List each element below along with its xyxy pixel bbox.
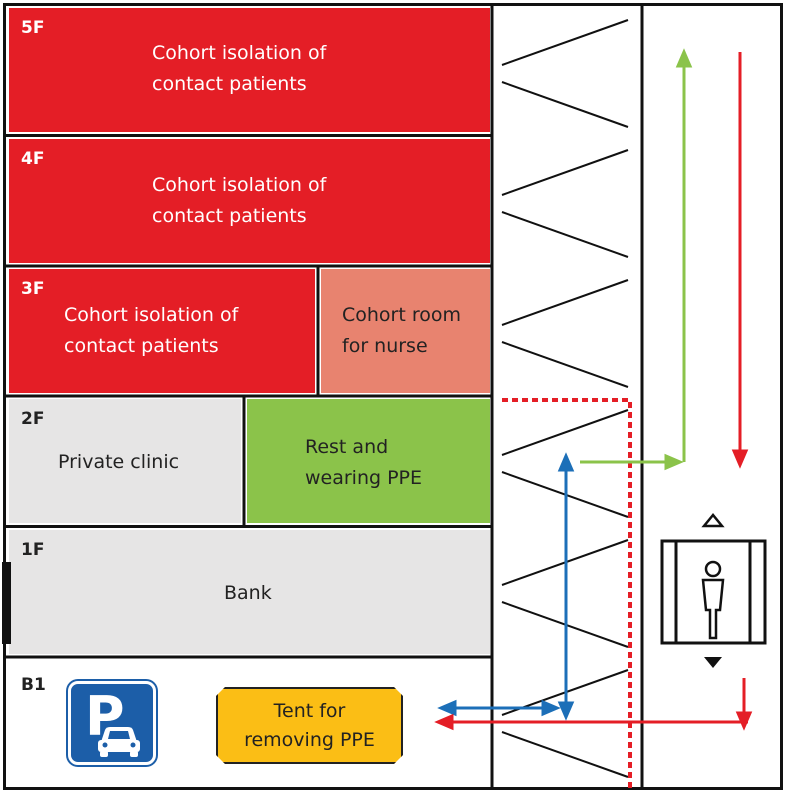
bank-room: 1F Bank: [9, 530, 490, 654]
floor-3f-label: 3F: [21, 279, 45, 299]
ppe-removal-tent: Tent for removing PPE: [216, 687, 403, 764]
private-clinic-text: Private clinic: [58, 451, 180, 473]
contamination-boundary-dotted: [502, 398, 632, 789]
ppe-removal-tent-text: Tent for removing PPE: [244, 700, 375, 751]
parking-car-icon: P: [68, 681, 156, 765]
contaminated-route-arrow: [434, 52, 753, 731]
floor-5f-room: 5F Cohort isolation of contact patients: [9, 8, 490, 132]
clean-route-arrow: [580, 48, 693, 471]
floor-b1-label: B1: [21, 675, 46, 695]
floor-3f-isolation-room: 3F Cohort isolation of contact patients: [9, 269, 315, 393]
elevator-person-icon: [660, 513, 767, 668]
floor-4f-room-text: Cohort isolation of contact patients: [152, 174, 327, 227]
staff-route-arrows: [437, 452, 575, 721]
floor-5f-label: 5F: [21, 18, 45, 38]
entrance-door: [2, 562, 11, 644]
elevator-up-icon: [701, 513, 725, 528]
car-icon: [98, 727, 140, 757]
nurse-cohort-room: Cohort room for nurse: [321, 269, 490, 393]
floor-3f-room-text: Cohort isolation of contact patients: [64, 304, 239, 357]
floor-5f-room-text: Cohort isolation of contact patients: [152, 42, 327, 95]
floor-4f-room: 4F Cohort isolation of contact patients: [9, 139, 490, 263]
elevator-down-icon: [704, 657, 722, 668]
ppe-wearing-room-text: Rest and wearing PPE: [305, 436, 423, 489]
ppe-wearing-room: Rest and wearing PPE: [247, 399, 490, 523]
private-clinic-room: 2F Private clinic: [9, 399, 241, 523]
floor-4f-label: 4F: [21, 149, 45, 169]
floor-2f-label: 2F: [21, 409, 45, 429]
bank-room-text: Bank: [224, 582, 272, 604]
floor-1f-label: 1F: [21, 540, 45, 560]
nurse-cohort-room-text: Cohort room for nurse: [342, 304, 462, 357]
